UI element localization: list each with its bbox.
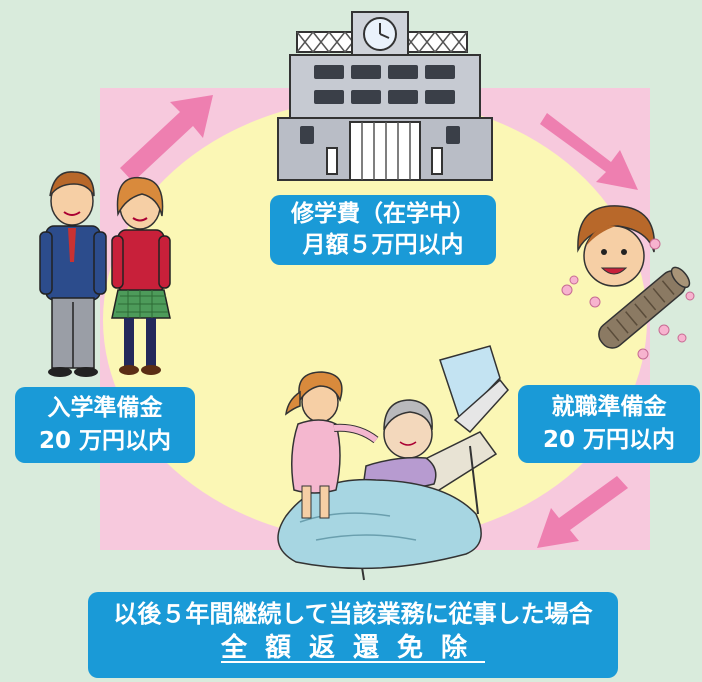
tuition-label: 修学費（在学中） 月額５万円以内 (270, 195, 496, 265)
employment-amount: 20 万円以内 (542, 427, 675, 453)
cycle-arrow-icon (540, 113, 638, 190)
exemption-label: 以後５年間継続して当該業務に従事した場合 全額返還免除 (88, 592, 618, 678)
exemption-condition: 以後５年間継続して当該業務に従事した場合 (113, 600, 593, 628)
school-building-icon (277, 11, 493, 181)
tuition-amount: 月額５万円以内 (302, 232, 464, 258)
exemption-result: 全額返還免除 (220, 633, 485, 663)
caregiver-elderly-icon (277, 345, 509, 581)
employment-label: 就職準備金 20 万円以内 (518, 385, 700, 463)
students-icon (39, 171, 171, 377)
cycle-arrow-icon (537, 476, 628, 548)
graduate-face-icon (561, 205, 695, 360)
employment-title: 就職準備金 (551, 394, 667, 420)
entrance-amount: 20 万円以内 (38, 428, 171, 454)
center-ellipse (103, 98, 647, 542)
entrance-label: 入学準備金 20 万円以内 (15, 387, 195, 463)
tuition-title: 修学費（在学中） (291, 201, 475, 227)
cycle-arrow-icon (120, 95, 213, 182)
entrance-title: 入学準備金 (47, 395, 163, 421)
